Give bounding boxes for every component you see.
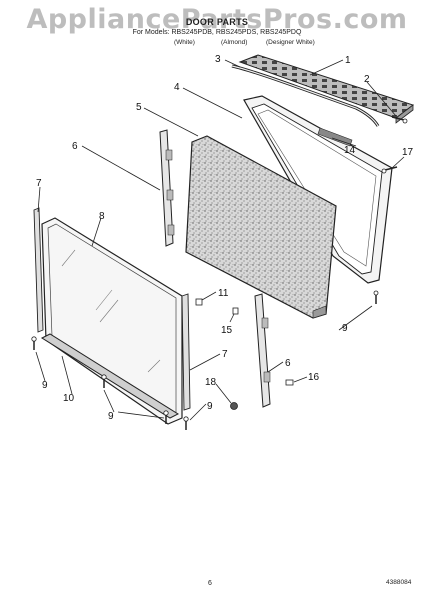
callout-14: 14: [344, 145, 356, 156]
callout-18: 18: [205, 377, 217, 388]
callout-16: 16: [308, 372, 320, 383]
callout-15: 15: [221, 325, 233, 336]
color-white: (White): [174, 39, 195, 46]
part-side-bracket-upper: [159, 129, 175, 247]
model-list: For Models: RBS245PDB, RBS245PDS, RBS245…: [132, 29, 302, 36]
part-glass-spacer-right: [181, 293, 191, 411]
callout-6: 6: [72, 141, 78, 152]
callout-10: 10: [63, 393, 75, 404]
callout-9-lower: 9: [207, 401, 213, 412]
part-insulation: [185, 135, 337, 319]
leader-lines: [35, 59, 405, 421]
part-vent-trim: [238, 54, 415, 124]
callout-2: 2: [364, 74, 370, 85]
document-number: 4388084: [386, 579, 412, 586]
callout-labels: 1 2 3 4 5 6 7 8 9 9 9 9 9 10 11 14 15 16…: [36, 54, 414, 422]
color-designer-white: (Designer White): [266, 39, 315, 46]
callout-8: 8: [99, 211, 105, 222]
callout-1: 1: [345, 55, 351, 66]
callout-7: 7: [36, 178, 42, 189]
callout-17: 17: [402, 147, 414, 158]
callout-9-bottom: 9: [108, 411, 114, 422]
hardware: [31, 166, 398, 430]
page-number: 6: [208, 580, 212, 587]
page-title: DOOR PARTS: [185, 17, 249, 27]
callout-4: 4: [174, 82, 180, 93]
callout-3: 3: [215, 54, 221, 65]
part-screw-2: [391, 116, 408, 124]
part-side-bracket-lower: [254, 293, 271, 408]
part-glass-spacer-left: [33, 207, 44, 333]
part-handle-bar: [231, 64, 380, 127]
color-almond: (Almond): [221, 39, 248, 46]
callout-6-lower: 6: [285, 358, 291, 369]
callout-9-right: 9: [342, 323, 348, 334]
callout-5: 5: [136, 102, 142, 113]
part-inner-door-panel: [243, 95, 393, 284]
part-glass-channel: [40, 333, 180, 419]
watermark-text: AppliancePartsPros.com: [26, 4, 408, 35]
callout-7-lower: 7: [222, 349, 228, 360]
callout-9-left: 9: [42, 380, 48, 391]
callout-11: 11: [218, 288, 229, 299]
